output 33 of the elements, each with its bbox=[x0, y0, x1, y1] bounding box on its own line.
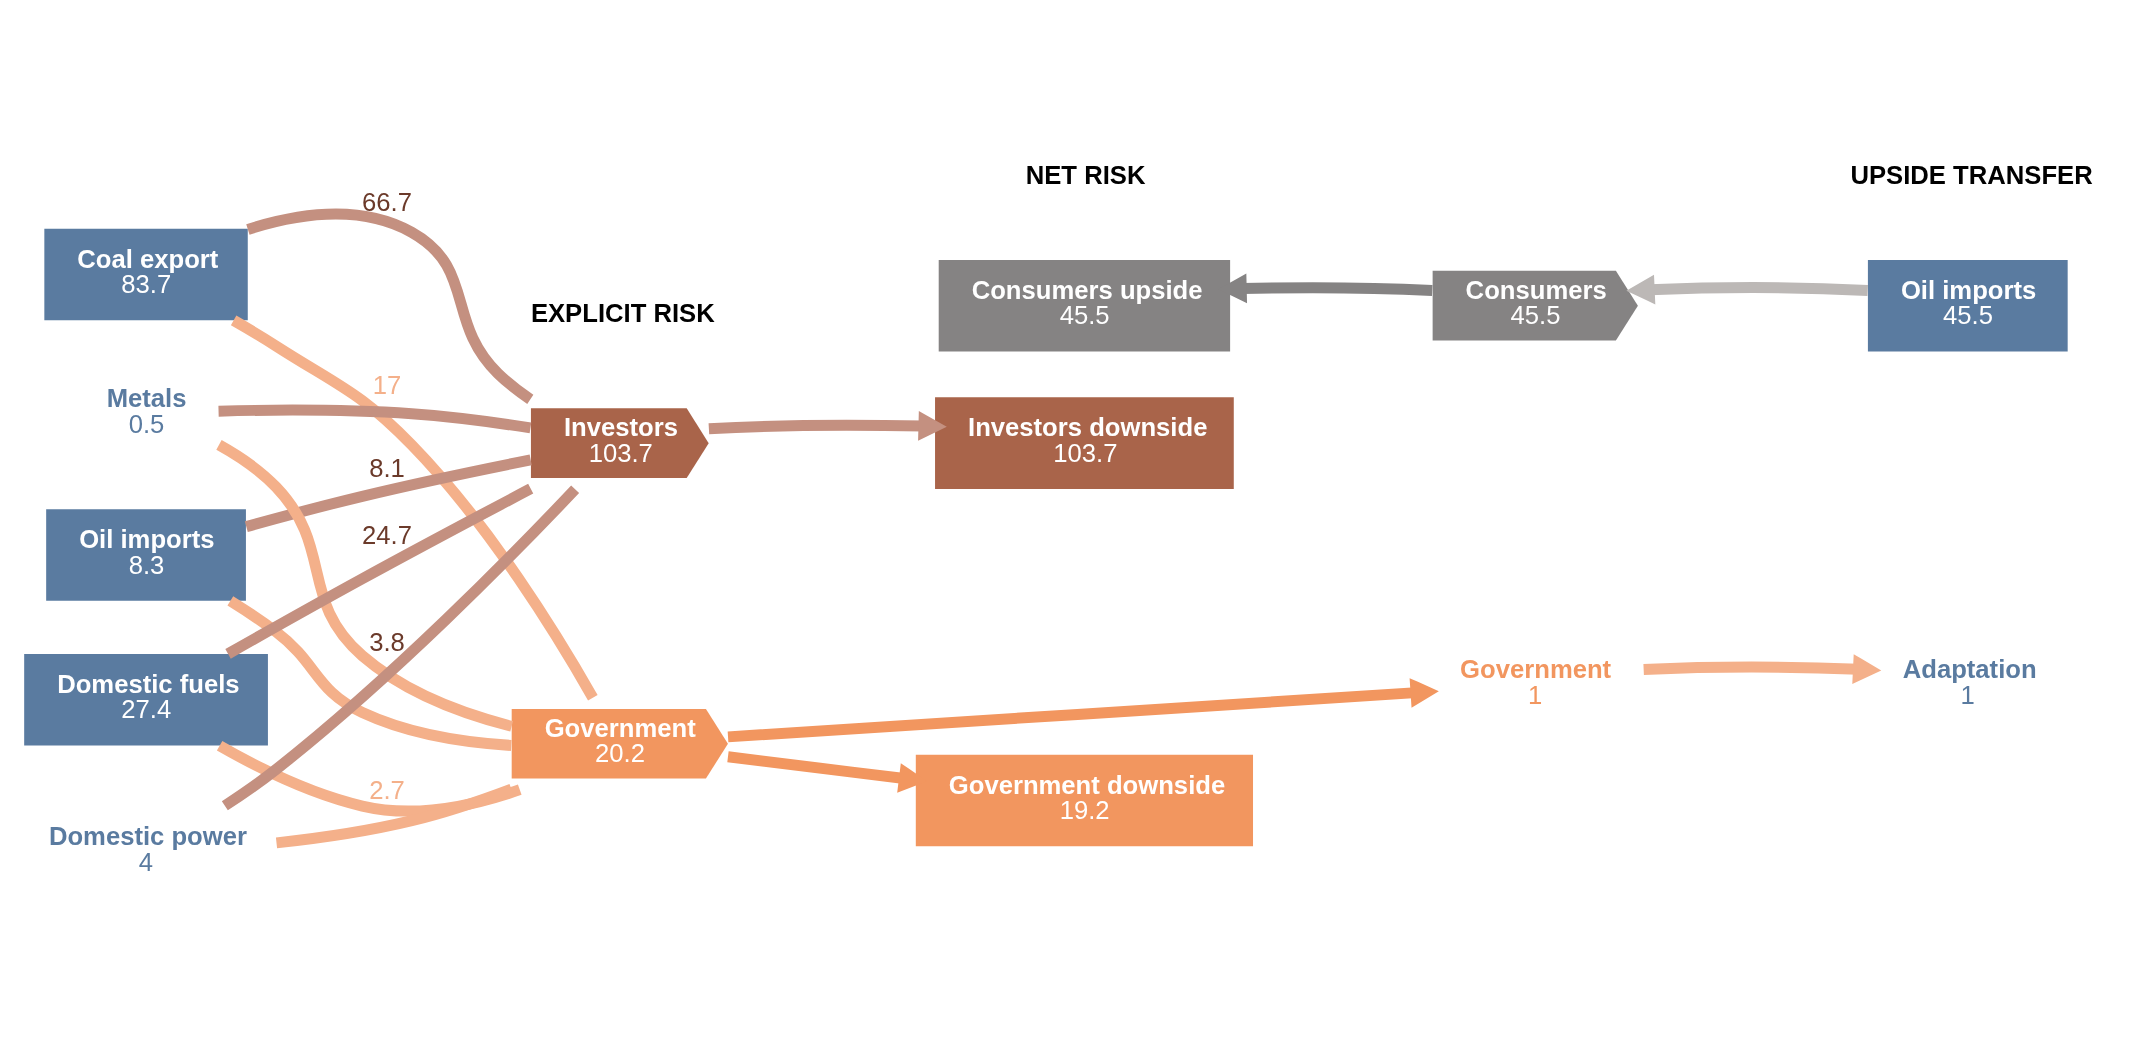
arrow bbox=[1643, 654, 1882, 684]
node-text: Domestic power 4 bbox=[48, 821, 247, 876]
node-box: Consumers upside 45.5 bbox=[938, 259, 1231, 352]
connector bbox=[225, 483, 534, 659]
node-box: Oil imports 45.5 bbox=[1867, 259, 2068, 352]
edge-label: 66.7 bbox=[362, 187, 413, 216]
label: NET RISK bbox=[1025, 161, 1146, 190]
node-box: Coal export 83.7 bbox=[44, 228, 248, 321]
edge-label: 24.7 bbox=[362, 521, 413, 550]
connector bbox=[230, 315, 598, 701]
node-box: Investors downside 103.7 bbox=[935, 397, 1234, 489]
connector bbox=[216, 440, 514, 732]
connector bbox=[227, 596, 512, 751]
connector bbox=[246, 208, 534, 404]
connector bbox=[216, 740, 522, 817]
node-text: Adaptation 1 bbox=[1902, 655, 2037, 709]
edge-label: 3.8 bbox=[369, 627, 405, 656]
label: EXPLICIT RISK bbox=[530, 298, 715, 327]
node-text: Government 1 bbox=[1460, 655, 1612, 709]
label: UPSIDE TRANSFER bbox=[1850, 161, 2093, 190]
connector bbox=[244, 454, 532, 532]
arrow bbox=[1626, 274, 1868, 305]
edge-label: 2.7 bbox=[369, 776, 405, 805]
node-box: Domestic fuels 27.4 bbox=[24, 653, 268, 746]
arrow bbox=[727, 678, 1439, 743]
connector bbox=[275, 783, 514, 849]
node-box: Oil imports 8.3 bbox=[46, 509, 246, 601]
node-text: Metals 0.5 bbox=[106, 383, 187, 438]
node-box: Government downside 19.2 bbox=[915, 754, 1253, 847]
edge-label: 17 bbox=[372, 371, 402, 400]
arrow bbox=[708, 411, 947, 441]
connector bbox=[218, 404, 532, 434]
edge-label: 8.1 bbox=[369, 453, 405, 482]
